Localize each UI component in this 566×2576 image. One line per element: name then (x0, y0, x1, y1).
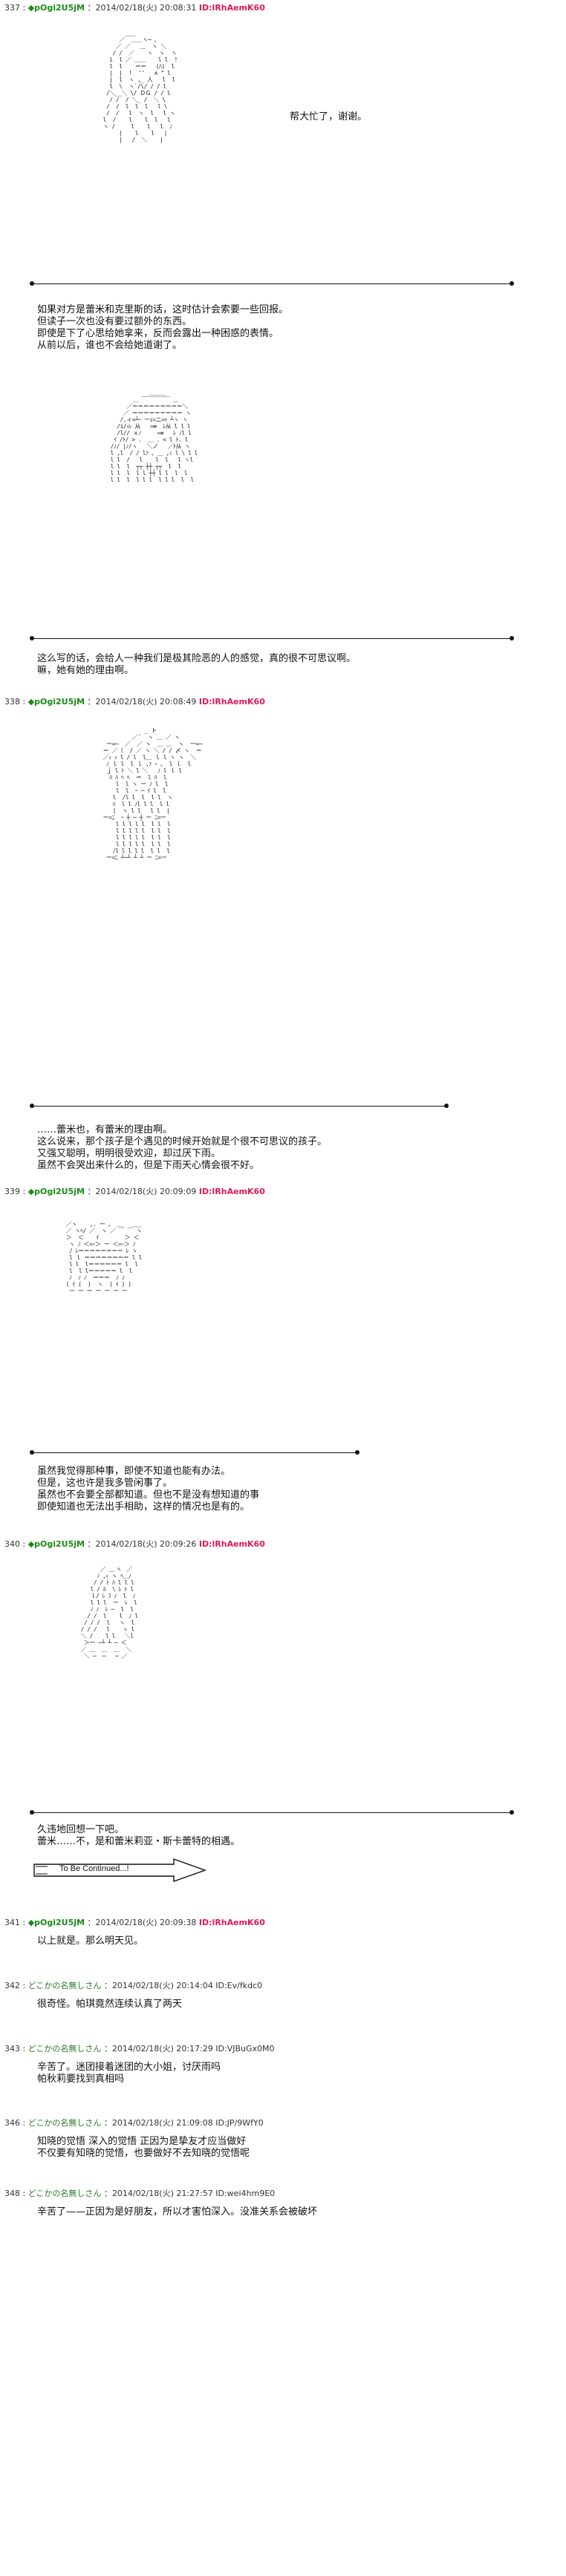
ascii-art: ／ ＿ ﾍ ／ ﾉ ,ｨ ヽ ﾍ＿ﾉ / / ﾄ ﾊ l l l l / ﾙ \… (80, 1566, 138, 1659)
poster-name: どこかの名無しさん (27, 2118, 102, 2128)
ascii-art: ___ ／ ＿＿ヽ─ 、 ／ ／ ＿ ヽ ＼ / / ／ ヽ ヽ ヽ i l ／… (103, 30, 178, 143)
post-body: 辛苦了。迷团接着迷团的大小姐，讨厌雨吗 帕秋莉要找到真相吗 (37, 2062, 221, 2085)
post-body: 久违地回想一下吧。 蕾米……不，是和蕾米莉亚・斯卡蕾特的相遇。 (37, 1824, 241, 1847)
post-number[interactable]: 348 : (4, 2189, 26, 2198)
post-header: 346 : どこかの名無しさん ：2014/02/18(火) 21:09:08 … (4, 2118, 264, 2128)
poster-id[interactable]: ID:lRhAemK60 (198, 3, 265, 13)
poster-id[interactable]: ID:lRhAemK60 (198, 1918, 265, 1927)
post-header: 338 : ◆pOgi2U5jM ：2014/02/18(火) 20:08:49… (4, 697, 265, 707)
poster-name: ◆pOgi2U5jM (27, 1539, 85, 1549)
post-number[interactable]: 343 : (4, 2044, 26, 2054)
poster-id[interactable]: ID:JP/9WfY0 (215, 2118, 264, 2128)
post-number[interactable]: 339 : (4, 1187, 26, 1196)
poster-id[interactable]: ID:lRhAemK60 (198, 1539, 265, 1549)
divider-line (30, 636, 514, 640)
ascii-art: ＿＿＿ ＿ ￣￣￣￣￣ ＿ ／＝＝＝＝＝＝＝＝＝＼ ／ ＝＝＝＝＝＝＝＝＝ ヽ … (110, 390, 198, 483)
poster-id[interactable]: ID:lRhAemK60 (198, 1187, 265, 1196)
post-header: 340 : ◆pOgi2U5jM ：2014/02/18(火) 20:09:26… (4, 1539, 265, 1550)
post-date: ：2014/02/18(火) 21:27:57 (103, 2189, 213, 2198)
speech-text: 帮大忙了，谢谢。 (290, 111, 368, 122)
poster-name: ◆pOgi2U5jM (27, 1918, 85, 1927)
post-date: ：2014/02/18(火) 20:09:38 (87, 1918, 197, 1927)
post-header: 339 : ◆pOgi2U5jM ：2014/02/18(火) 20:09:09… (4, 1187, 265, 1197)
post-body: 知晓的觉悟 深入的觉悟 正因为是挚友才应当做好 不仅要有知晓的觉悟，也要做好不去… (37, 2136, 250, 2159)
post-date: ：2014/02/18(火) 20:08:49 (87, 697, 197, 707)
post-number[interactable]: 341 : (4, 1918, 26, 1927)
poster-name: どこかの名無しさん (27, 2044, 102, 2054)
post-body: 如果对方是蕾米和克里斯的话，这时估计会索要一些回报。 但读子一次也没有要过额外的… (37, 304, 289, 351)
poster-id[interactable]: ID:lRhAemK60 (198, 697, 265, 707)
post-header: 341 : ◆pOgi2U5jM ：2014/02/18(火) 20:09:38… (4, 1918, 265, 1928)
post-number[interactable]: 337 : (4, 3, 26, 13)
post-number[interactable]: 346 : (4, 2118, 26, 2128)
post-header: 337 : ◆pOgi2U5jM ：2014/02/18(火) 20:08:31… (4, 3, 265, 13)
post-number[interactable]: 338 : (4, 697, 26, 707)
to-be-continued-banner: To Be Continued...! (33, 1857, 211, 1884)
post-body: 虽然我觉得那种事，即使不知道也能有办法。 但是，这也许是我多管闲事了。 虽然也不… (37, 1466, 260, 1513)
post-date: ：2014/02/18(火) 20:17:29 (103, 2044, 213, 2054)
poster-name: どこかの名無しさん (27, 1981, 102, 1990)
divider-line (30, 1810, 514, 1815)
post-date: ：2014/02/18(火) 21:09:08 (103, 2118, 213, 2128)
post-body: 很奇怪。帕琪竟然连续认真了两天 (37, 1999, 183, 2010)
arrow-icon (33, 1858, 207, 1882)
poster-name: ◆pOgi2U5jM (27, 697, 85, 707)
divider-line (30, 1104, 449, 1108)
post-body: ……蕾米也，有蕾米的理由啊。 这么说来，那个孩子是个遇见的时候开始就是个很不可思… (37, 1124, 328, 1171)
post-date: ：2014/02/18(火) 20:09:26 (87, 1539, 197, 1549)
post-number[interactable]: 342 : (4, 1981, 26, 1990)
poster-id[interactable]: ID:VJBuGx0M0 (215, 2044, 275, 2054)
post-header: 343 : どこかの名無しさん ：2014/02/18(火) 20:17:29 … (4, 2044, 275, 2054)
post-date: ：2014/02/18(火) 20:14:04 (103, 1981, 213, 1990)
poster-name: ◆pOgi2U5jM (27, 1187, 85, 1196)
to-be-continued-text: To Be Continued...! (59, 1864, 129, 1873)
poster-name: ◆pOgi2U5jM (27, 3, 85, 13)
post-body: 以上就是。那么明天见。 (37, 1936, 144, 1947)
ascii-art: _ ト ／ ﾞ ヽ ＿ ／ ヽ ー=─ ／ ／ ヽ ＿ ＿ ヽ 一=─ ＝ ／ … (103, 727, 203, 861)
post-body: 辛苦了——正因为是好朋友，所以才害怕深入。没准关系会被破坏 (37, 2206, 318, 2218)
poster-name: どこかの名無しさん (27, 2189, 102, 2198)
post-date: ：2014/02/18(火) 20:08:31 (87, 3, 197, 13)
post-header: 348 : どこかの名無しさん ：2014/02/18(火) 21:27:57 … (4, 2189, 275, 2199)
post-header: 342 : どこかの名無しさん ：2014/02/18(火) 20:14:04 … (4, 1981, 262, 1991)
ascii-art: ／ヽ ,. ー 、 ＿ ＿_ ／ ヽﾍ/ ／ ヽ ／ ￣ ￣ ヽ ＞ ＜ ｲ ＞… (65, 1221, 143, 1294)
poster-id[interactable]: ID:wei4hm9E0 (215, 2189, 276, 2198)
post-body: 这么写的话，会给人一种我们是极其险恶的人的感觉，真的很不可思议啊。 嘛，她有她的… (37, 653, 357, 676)
post-date: ：2014/02/18(火) 20:09:09 (87, 1187, 197, 1196)
poster-id[interactable]: ID:Ev/fkdc0 (215, 1981, 263, 1990)
post-number[interactable]: 340 : (4, 1539, 26, 1549)
divider-line (30, 1450, 360, 1455)
